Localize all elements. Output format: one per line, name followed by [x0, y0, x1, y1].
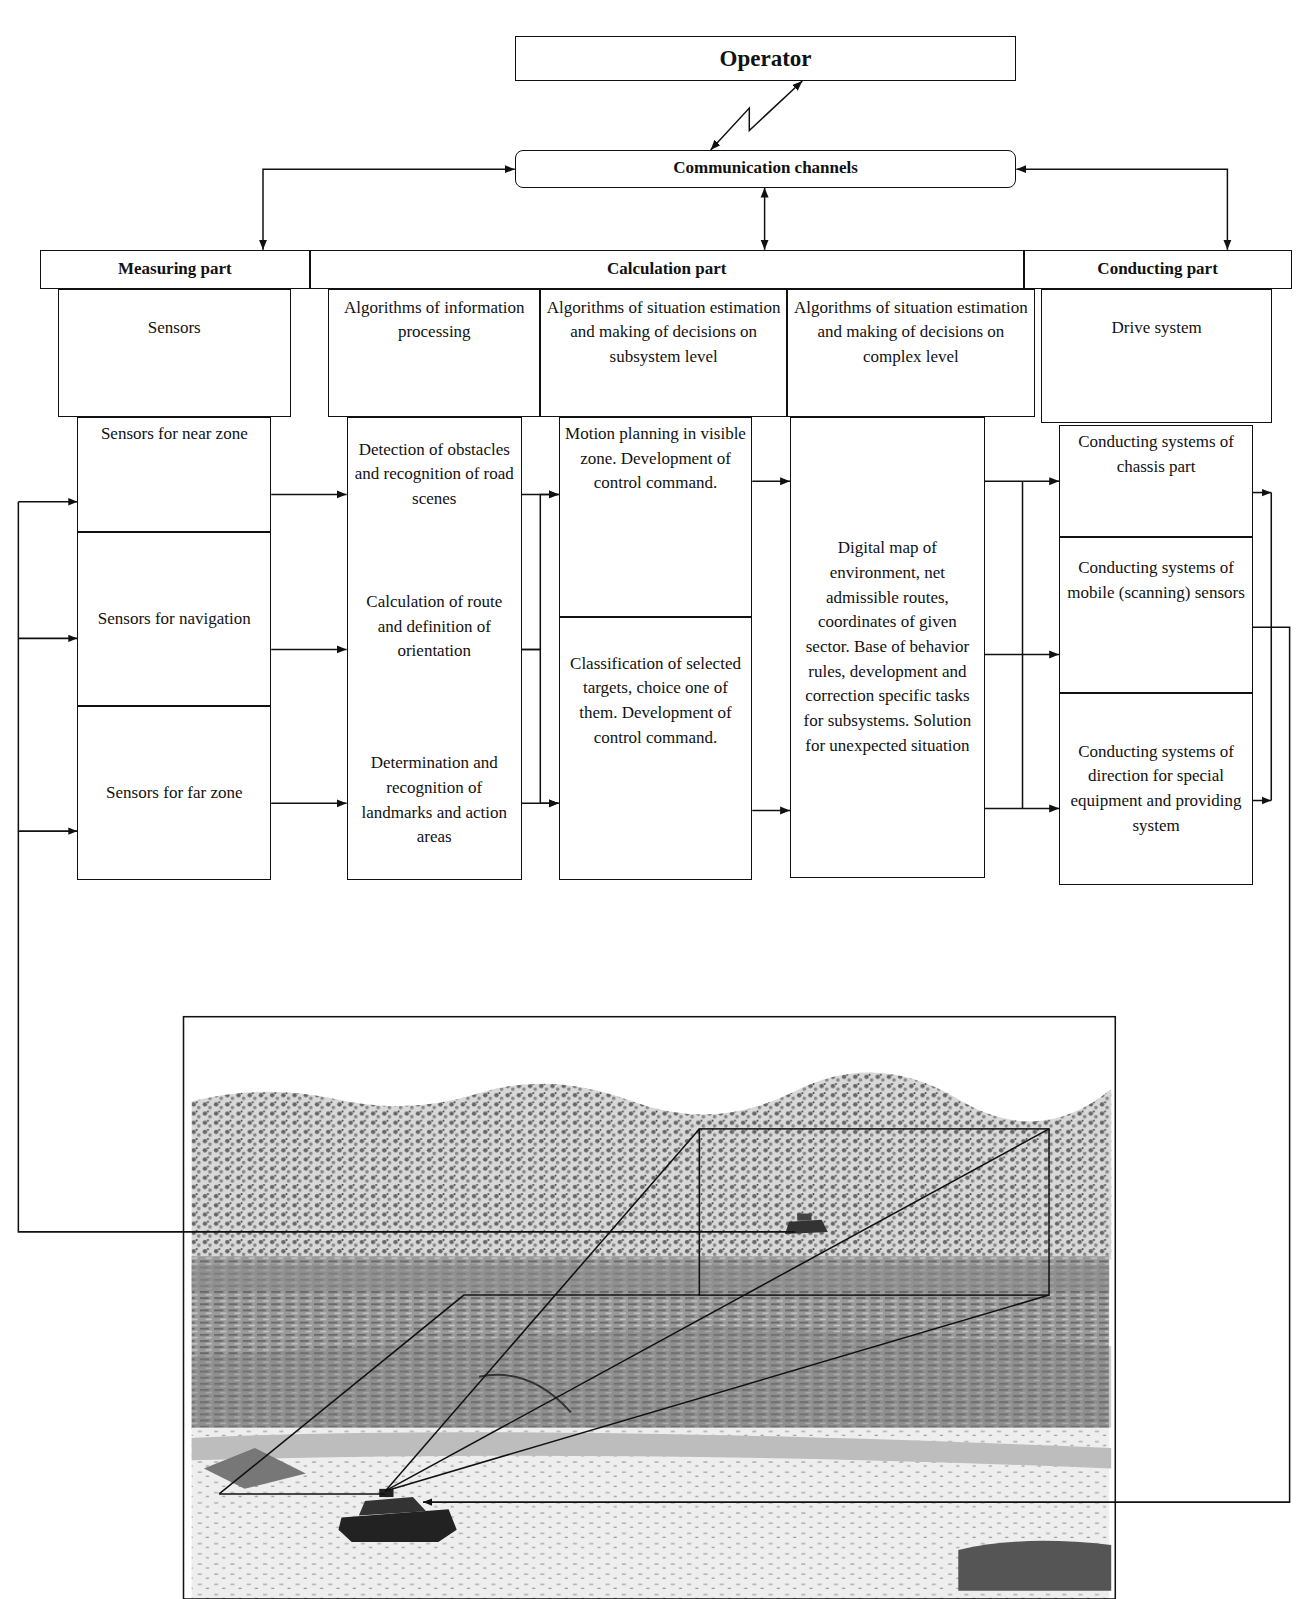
process-box: Detection of obstacles and recognition o… — [347, 417, 522, 531]
connector-arrow — [752, 480, 790, 482]
channel-box: Communication channels — [515, 150, 1017, 188]
connector-arrow — [522, 649, 559, 803]
connector-arrow — [271, 649, 346, 651]
connector-arrow — [985, 654, 1059, 656]
target-vehicle — [785, 1214, 828, 1234]
sensor-box: Sensors for near zone — [77, 417, 271, 532]
process-box: Calculation of route and definition of o… — [347, 531, 522, 723]
connector-arrow — [271, 494, 346, 496]
group-box: Algorithms of information processing — [328, 289, 540, 417]
connector-arrow — [985, 480, 1059, 482]
group-box: Sensors — [58, 289, 290, 417]
node-text: Measuring part — [46, 257, 304, 282]
connector-arrow — [985, 808, 1059, 810]
node-text: Detection of obstacles and recognition o… — [353, 438, 516, 512]
connector-arrow — [764, 188, 766, 250]
node-text: Operator — [521, 42, 1011, 75]
node-text: Algorithms of situation estimation and m… — [793, 296, 1029, 370]
node-text: Algorithms of information processing — [334, 296, 534, 345]
feedback-lines — [18, 481, 1289, 1502]
connector-arrow — [522, 494, 559, 649]
node-text: Determination and recognition of landmar… — [353, 751, 516, 850]
connector-arrow — [752, 810, 790, 812]
connector-arrow — [271, 803, 346, 805]
tank — [338, 1489, 456, 1542]
connector-arrow — [263, 169, 515, 250]
node-text: Calculation of route and definition of o… — [353, 590, 516, 664]
node-text: Algorithms of situation estimation and m… — [546, 296, 781, 370]
node-text: Conducting systems of mobile (scanning) … — [1065, 556, 1247, 605]
header-band: Calculation part — [310, 250, 1024, 289]
node-text: Sensors — [64, 316, 284, 341]
drive-box: Conducting systems of chassis part — [1059, 425, 1253, 537]
drive-box: Conducting systems of direction for spec… — [1059, 693, 1253, 885]
process-box: Determination and recognition of landmar… — [347, 723, 522, 880]
group-box: Algorithms of situation estimation and m… — [787, 289, 1035, 417]
operator-box: Operator — [515, 36, 1017, 81]
photo — [184, 1017, 1116, 1599]
photo-frame — [184, 1017, 1116, 1599]
connector-arrow — [711, 81, 803, 150]
node-text: Sensors for far zone — [83, 781, 265, 806]
connector-arrow — [1016, 169, 1227, 250]
group-box: Drive system — [1041, 289, 1272, 424]
node-text: Digital map of environment, net admissib… — [796, 536, 979, 758]
node-text: Sensors for navigation — [83, 607, 265, 632]
sensor-box: Sensors for navigation — [77, 532, 271, 706]
node-text: Motion planning in visible zone. Develop… — [565, 422, 747, 496]
process-box: Motion planning in visible zone. Develop… — [559, 417, 753, 617]
sight-lines — [219, 1129, 1049, 1494]
process-box: Digital map of environment, net admissib… — [790, 417, 985, 878]
node-text: Conducting systems of chassis part — [1065, 430, 1247, 479]
node-text: Conducting systems of direction for spec… — [1065, 740, 1247, 839]
group-box: Algorithms of situation estimation and m… — [540, 289, 787, 417]
drive-box: Conducting systems of mobile (scanning) … — [1059, 537, 1253, 693]
node-text: Communication channels — [521, 156, 1011, 181]
node-text: Sensors for near zone — [83, 422, 265, 447]
process-box: Classification of selected targets, choi… — [559, 617, 753, 880]
header-band: Measuring part — [40, 250, 310, 289]
connector-arrow — [522, 803, 559, 805]
node-text: Classification of selected targets, choi… — [565, 652, 747, 751]
node-text: Drive system — [1047, 316, 1266, 341]
header-band: Conducting part — [1024, 250, 1292, 289]
sensor-box: Sensors for far zone — [77, 706, 271, 879]
node-text: Conducting part — [1030, 257, 1286, 282]
node-text: Calculation part — [316, 257, 1018, 282]
